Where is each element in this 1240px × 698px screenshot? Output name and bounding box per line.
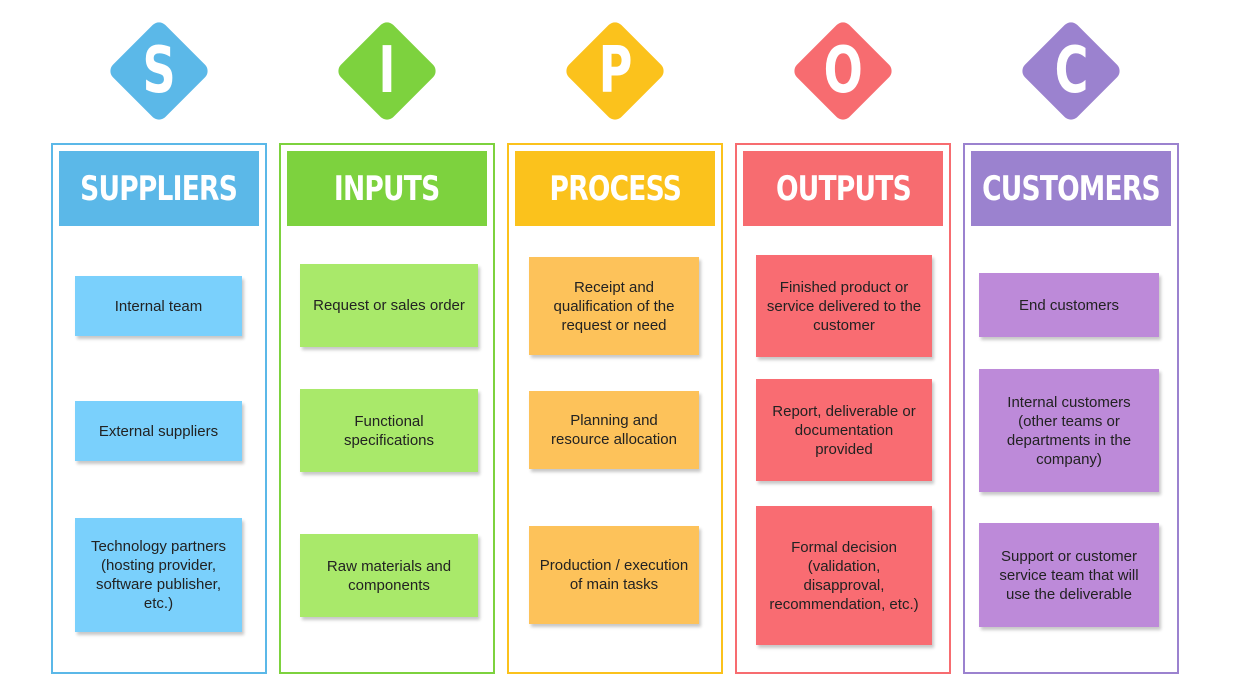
column-header: CUSTOMERS bbox=[971, 151, 1171, 226]
sticky-note: Formal decision (validation, disapproval… bbox=[756, 506, 932, 645]
diamond-letter: I bbox=[378, 34, 396, 108]
column-frame bbox=[963, 143, 1179, 674]
sipoc-column-suppliers: S SUPPLIERS Internal team External suppl… bbox=[51, 0, 267, 698]
column-title: CUSTOMERS bbox=[982, 168, 1161, 209]
inputs-diamond: I bbox=[333, 17, 441, 125]
sipoc-column-outputs: O OUTPUTS Finished product or service de… bbox=[735, 0, 951, 698]
column-header: PROCESS bbox=[515, 151, 715, 226]
sticky-note: Planning and resource allocation bbox=[529, 391, 699, 469]
sticky-note: Raw materials and components bbox=[300, 534, 478, 617]
sticky-note: Internal customers (other teams or depar… bbox=[979, 369, 1159, 492]
column-frame bbox=[279, 143, 495, 674]
sticky-note: Internal team bbox=[75, 276, 242, 336]
column-title: SUPPLIERS bbox=[80, 168, 239, 209]
sticky-note: Support or customer service team that wi… bbox=[979, 523, 1159, 627]
customers-diamond: C bbox=[1017, 17, 1125, 125]
sticky-note: Technology partners (hosting provider, s… bbox=[75, 518, 242, 632]
column-frame bbox=[51, 143, 267, 674]
column-frame bbox=[735, 143, 951, 674]
sipoc-column-inputs: I INPUTS Request or sales order Function… bbox=[279, 0, 495, 698]
column-header: INPUTS bbox=[287, 151, 487, 226]
sticky-note: Report, deliverable or documentation pro… bbox=[756, 379, 932, 481]
sticky-note: Request or sales order bbox=[300, 264, 478, 347]
sticky-note: Functional specifications bbox=[300, 389, 478, 472]
sticky-note: External suppliers bbox=[75, 401, 242, 461]
outputs-diamond: O bbox=[789, 17, 897, 125]
sticky-note: End customers bbox=[979, 273, 1159, 337]
diamond-letter: O bbox=[823, 34, 863, 108]
diamond-letter: C bbox=[1054, 34, 1088, 108]
column-title: OUTPUTS bbox=[775, 168, 912, 209]
column-header: OUTPUTS bbox=[743, 151, 943, 226]
diamond-letter: S bbox=[142, 34, 176, 108]
sipoc-column-process: P PROCESS Receipt and qualification of t… bbox=[507, 0, 723, 698]
sipoc-column-customers: C CUSTOMERS End customers Internal custo… bbox=[963, 0, 1179, 698]
suppliers-diamond: S bbox=[105, 17, 213, 125]
column-title: PROCESS bbox=[549, 168, 681, 209]
diamond-letter: P bbox=[598, 34, 632, 108]
column-title: INPUTS bbox=[334, 168, 440, 209]
sticky-note: Receipt and qualification of the request… bbox=[529, 257, 699, 355]
sticky-note: Production / execution of main tasks bbox=[529, 526, 699, 624]
column-header: SUPPLIERS bbox=[59, 151, 259, 226]
process-diamond: P bbox=[561, 17, 669, 125]
sticky-note: Finished product or service delivered to… bbox=[756, 255, 932, 357]
column-frame bbox=[507, 143, 723, 674]
